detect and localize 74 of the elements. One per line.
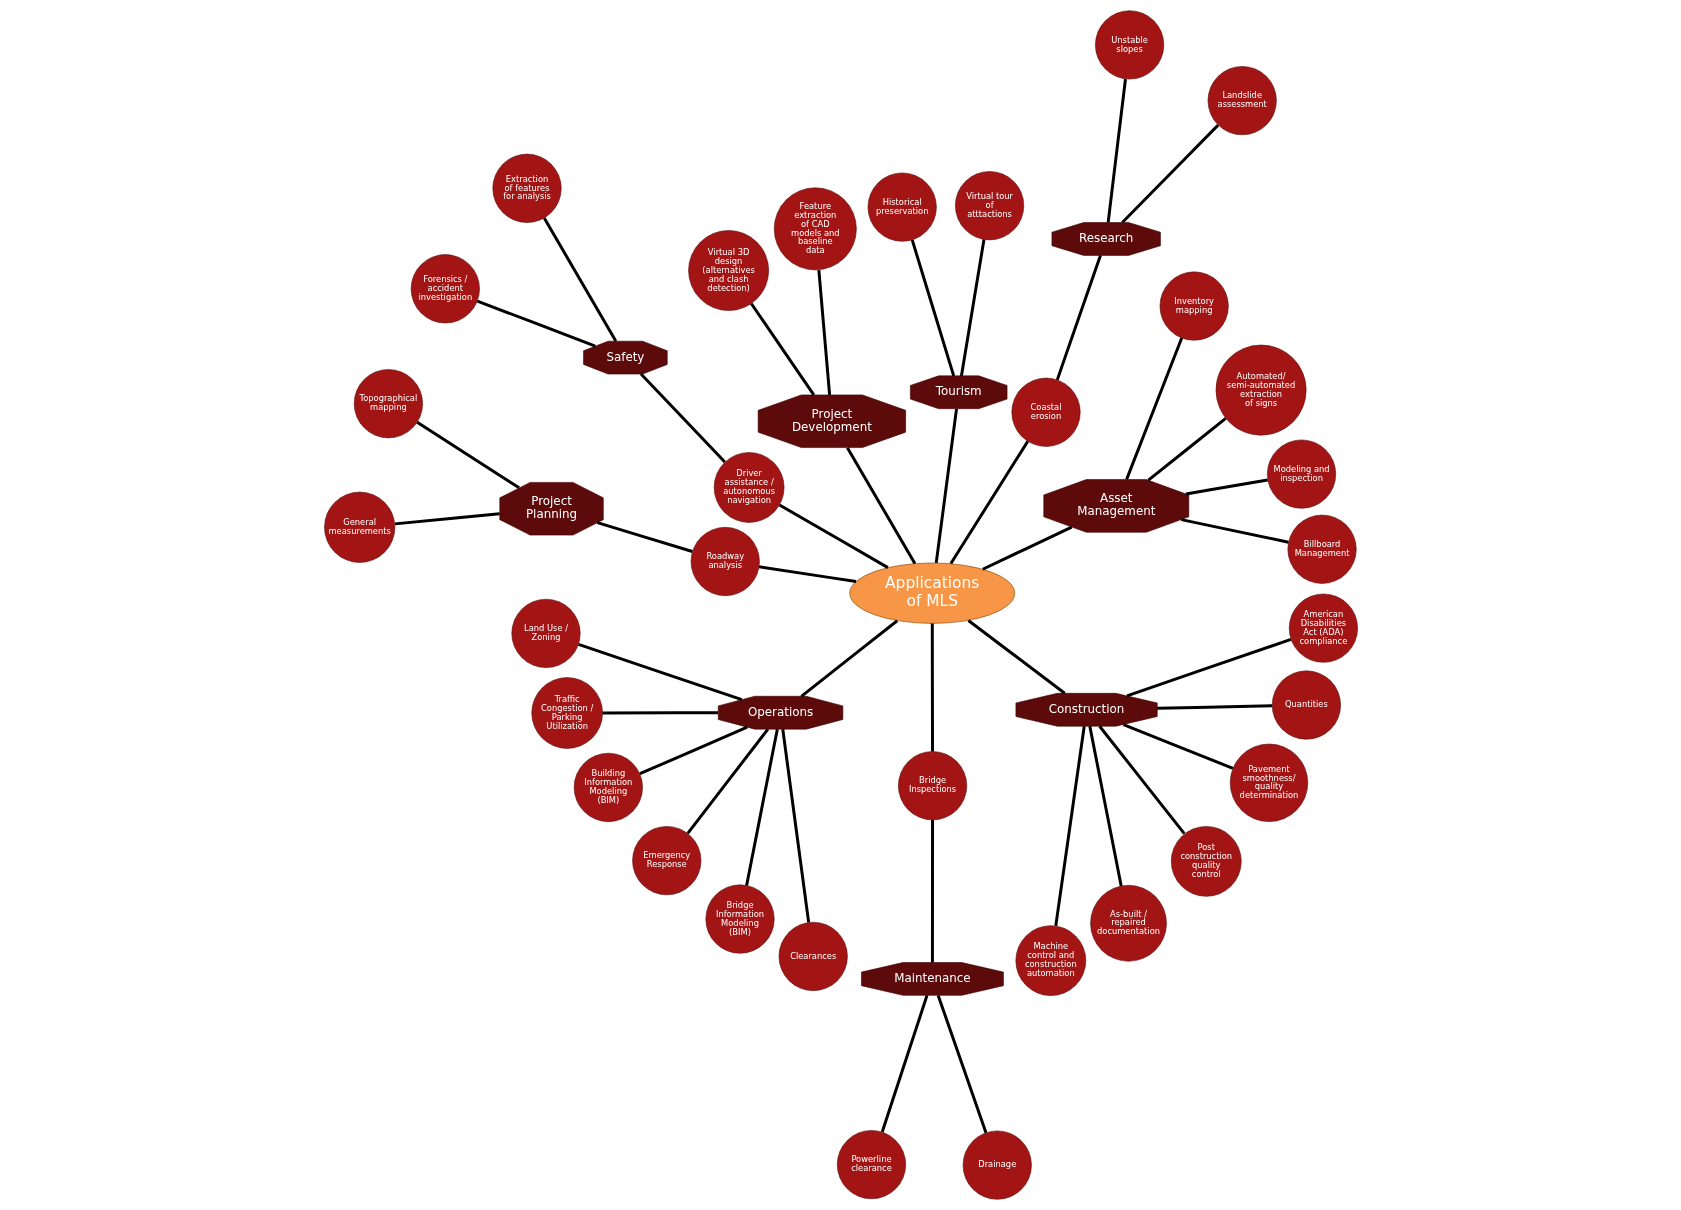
node-circle: Inventory mapping — [1159, 271, 1229, 341]
connector — [1126, 637, 1291, 698]
connector — [1124, 337, 1183, 480]
connector — [930, 623, 934, 752]
node-circle: Traffic Congestion / Parking Utilization — [530, 677, 603, 749]
connector — [936, 994, 987, 1134]
node-circle: As-built / repaired documentation — [1089, 885, 1167, 962]
connector — [799, 619, 898, 698]
node-circle: Extraction of features for analysis — [492, 153, 562, 223]
node-circle: Building Information Modeling (BIM) — [573, 752, 643, 822]
node-circle: Bridge Information Modeling (BIM) — [705, 884, 774, 954]
node-circle: Machine control and construction automation — [1015, 925, 1086, 996]
node-circle: Emergency Response — [631, 826, 701, 896]
connector — [949, 440, 1029, 565]
node-circle: Topographical mapping — [353, 369, 423, 439]
node-circle: Quantities — [1271, 670, 1341, 740]
connector — [1055, 255, 1102, 381]
node-circle: American Disabilities Act (ADA) compliance — [1288, 593, 1358, 663]
connector — [1185, 478, 1268, 496]
connector — [981, 525, 1072, 571]
connector — [934, 408, 958, 564]
node-circle: Landslide assessment — [1207, 66, 1277, 136]
node-circle: Virtual 3D design (alternatives and clash detection) — [687, 230, 769, 311]
connector — [880, 994, 928, 1133]
connector — [577, 643, 742, 701]
connector — [930, 820, 934, 963]
connector — [602, 711, 718, 715]
connector — [744, 728, 779, 886]
node-circle: Post construction quality control — [1170, 826, 1242, 897]
node-circle: Driver assistance / autonomous navigation — [713, 452, 784, 523]
node-circle: Drainage — [962, 1130, 1032, 1200]
node-ellipse: Applications of MLS — [848, 562, 1015, 624]
connector — [1156, 704, 1272, 710]
connector — [542, 217, 617, 342]
connector — [749, 302, 815, 396]
node-circle: Powerline clearance — [836, 1130, 906, 1200]
node-circle: Virtual tour of atttactions — [954, 171, 1024, 241]
connector — [596, 521, 693, 553]
connector — [1087, 725, 1123, 887]
connector — [816, 269, 831, 395]
node-circle: Modeling and inspection — [1266, 439, 1336, 509]
node-circle: Billboard Management — [1287, 514, 1357, 584]
connector — [1120, 124, 1219, 224]
node-circle: Historical preservation — [867, 172, 937, 242]
connector — [394, 512, 500, 526]
connector — [959, 239, 985, 377]
connector — [415, 421, 520, 490]
node-circle: Forensics / accident investigation — [410, 254, 480, 324]
connector — [476, 299, 596, 348]
node-circle: Roadway analysis — [690, 527, 760, 596]
connector — [686, 728, 769, 835]
connector — [638, 725, 748, 776]
node-circle: Land Use / Zoning — [511, 598, 580, 668]
node-circle: Automated/ semi-automated extraction of signs — [1215, 344, 1306, 436]
node-circle: Clearances — [778, 921, 848, 991]
node-circle: Unstable slopes — [1094, 10, 1164, 80]
node-circle: Bridge Inspections — [897, 751, 967, 821]
node-circle: Feature extraction of CAD models and baseline data — [773, 187, 857, 271]
connector — [1122, 723, 1233, 770]
node-circle: Pavement smoothness/ quality determination — [1229, 743, 1308, 822]
connector — [778, 503, 889, 569]
connector — [1147, 417, 1227, 482]
connector — [845, 447, 916, 565]
connector — [910, 239, 955, 377]
connector — [639, 373, 726, 463]
connector — [1180, 518, 1289, 544]
node-circle: Coastal erosion — [1011, 377, 1081, 447]
connector — [780, 729, 810, 923]
connector — [1097, 725, 1185, 835]
connector — [1106, 78, 1127, 223]
connector — [758, 565, 856, 583]
node-circle: General measurements — [323, 491, 395, 563]
connector — [967, 619, 1066, 695]
connector — [1053, 726, 1086, 927]
